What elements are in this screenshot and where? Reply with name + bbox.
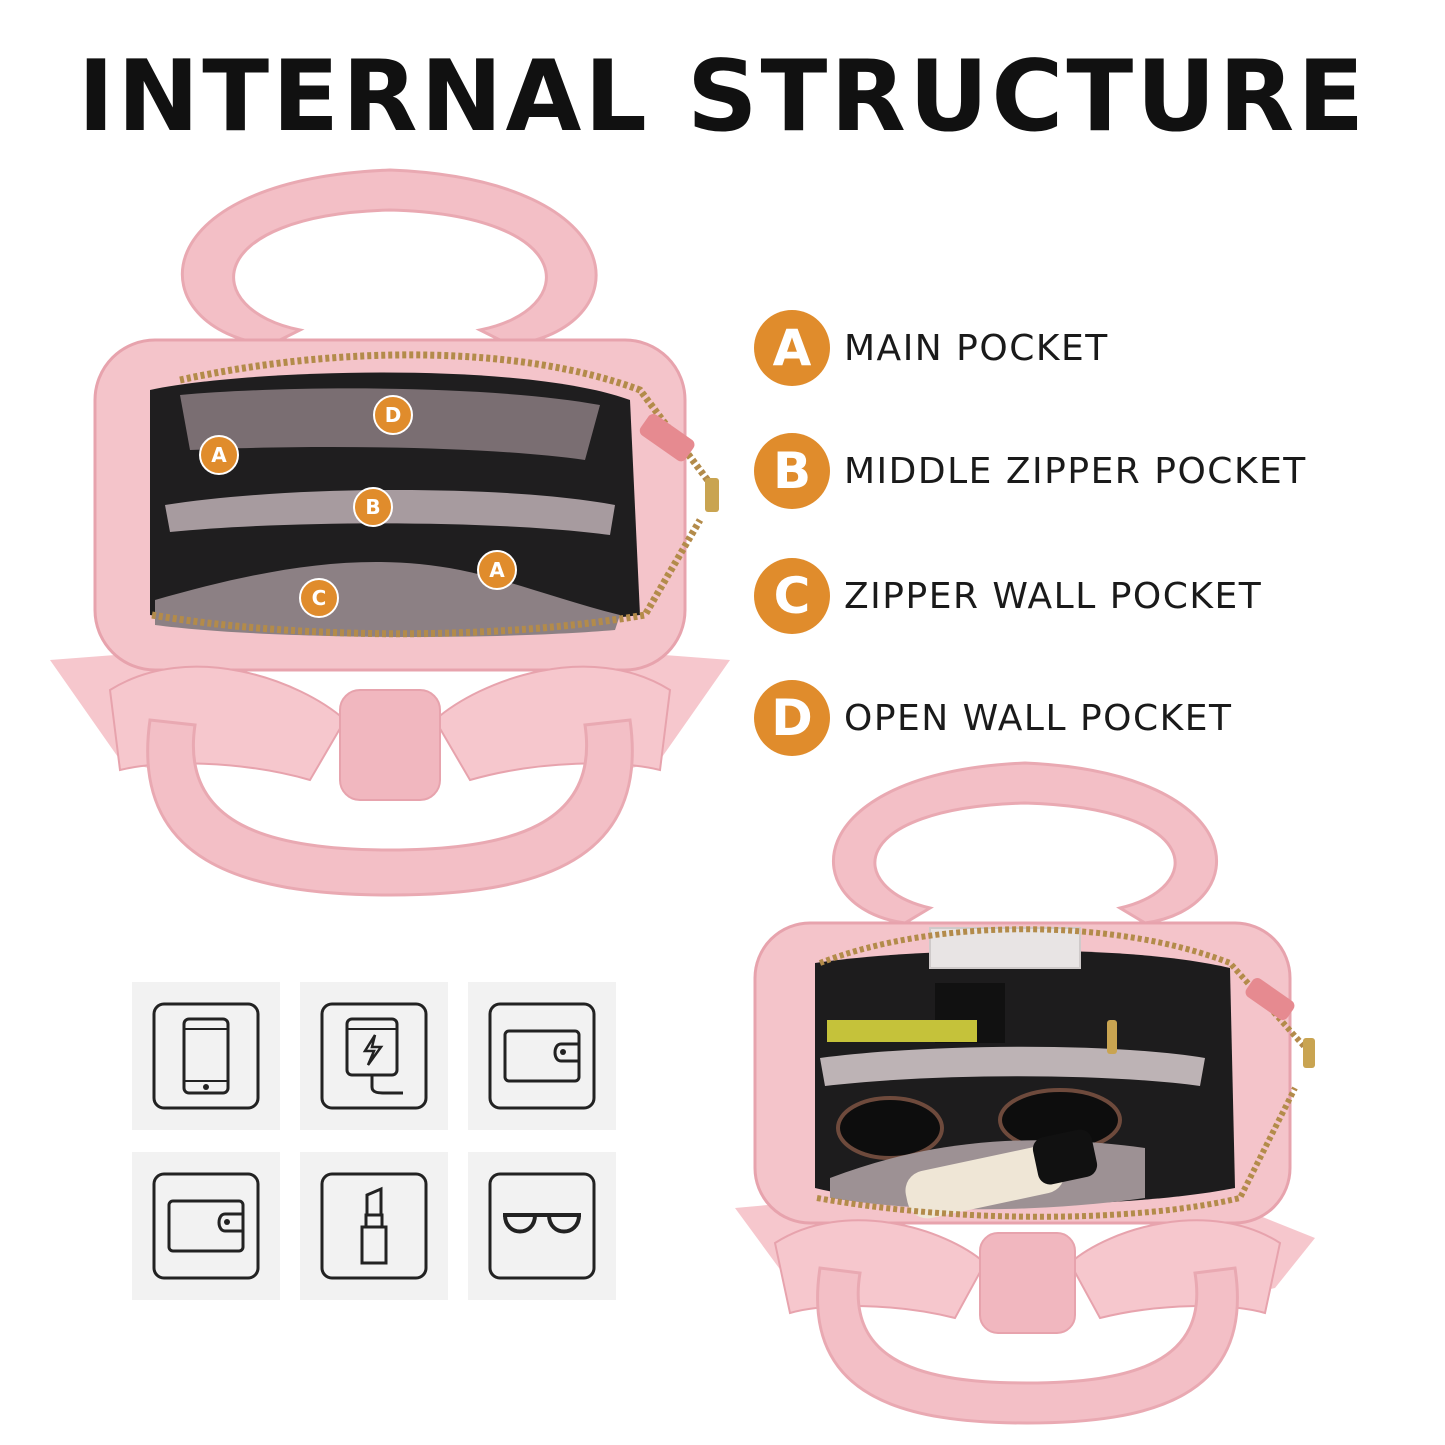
icon-tile-glasses	[468, 1152, 616, 1300]
phone-icon	[152, 1002, 260, 1110]
legend-badge: B	[754, 433, 830, 509]
marker-a-left: A	[199, 435, 239, 475]
icon-tile-power-bank	[300, 982, 448, 1130]
bag-interior-packed-image	[735, 758, 1325, 1428]
marker-a-right: A	[477, 550, 517, 590]
legend-item-middle-zipper-pocket: B MIDDLE ZIPPER POCKET	[754, 433, 1307, 509]
capacity-icon-grid	[132, 982, 616, 1300]
lipstick-icon	[320, 1172, 428, 1280]
svg-text:A: A	[489, 558, 505, 582]
legend-label: MIDDLE ZIPPER POCKET	[844, 450, 1307, 492]
icon-tile-phone	[132, 982, 280, 1130]
legend-badge: D	[754, 680, 830, 756]
icon-tile-wallet	[468, 982, 616, 1130]
legend-item-open-wall-pocket: D OPEN WALL POCKET	[754, 680, 1233, 756]
card-wallet-icon	[152, 1172, 260, 1280]
legend-badge: A	[754, 310, 830, 386]
power-bank-icon	[320, 1002, 428, 1110]
page-title: INTERNAL STRUCTURE	[77, 40, 1368, 154]
icon-tile-lipstick	[300, 1152, 448, 1300]
legend-label: OPEN WALL POCKET	[844, 697, 1233, 739]
wallet-icon	[488, 1002, 596, 1110]
svg-text:D: D	[385, 403, 402, 427]
svg-text:A: A	[211, 443, 227, 467]
legend-badge: C	[754, 558, 830, 634]
legend-label: ZIPPER WALL POCKET	[844, 575, 1263, 617]
marker-c: C	[299, 578, 339, 618]
bag-interior-labeled-image: D A B A C	[40, 160, 740, 900]
legend-item-zipper-wall-pocket: C ZIPPER WALL POCKET	[754, 558, 1262, 634]
icon-tile-card-wallet	[132, 1152, 280, 1300]
marker-d: D	[373, 395, 413, 435]
svg-text:B: B	[365, 495, 380, 519]
legend-item-main-pocket: A MAIN POCKET	[754, 310, 1109, 386]
marker-b: B	[353, 487, 393, 527]
legend-label: MAIN POCKET	[844, 327, 1109, 369]
svg-text:C: C	[312, 586, 327, 610]
glasses-icon	[488, 1172, 596, 1280]
